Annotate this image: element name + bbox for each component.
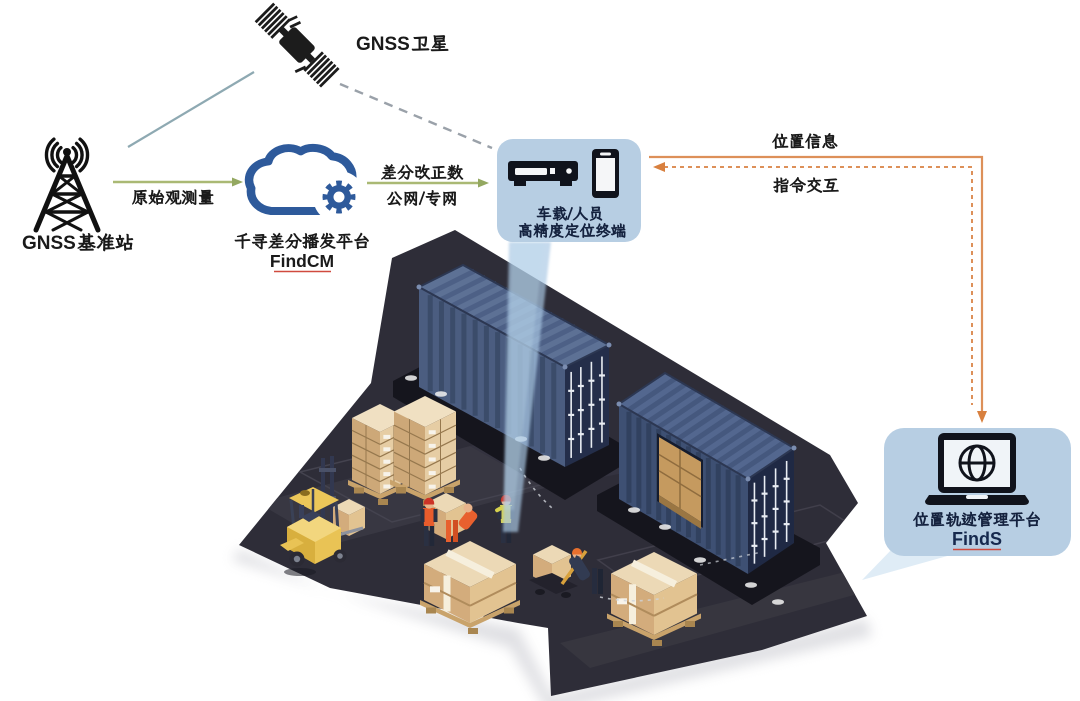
svg-text:GNSS: GNSS — [22, 233, 76, 254]
svg-text:GNSS: GNSS — [356, 34, 410, 55]
svg-text:FindS: FindS — [952, 529, 1002, 549]
svg-text:FindCM: FindCM — [270, 251, 334, 271]
